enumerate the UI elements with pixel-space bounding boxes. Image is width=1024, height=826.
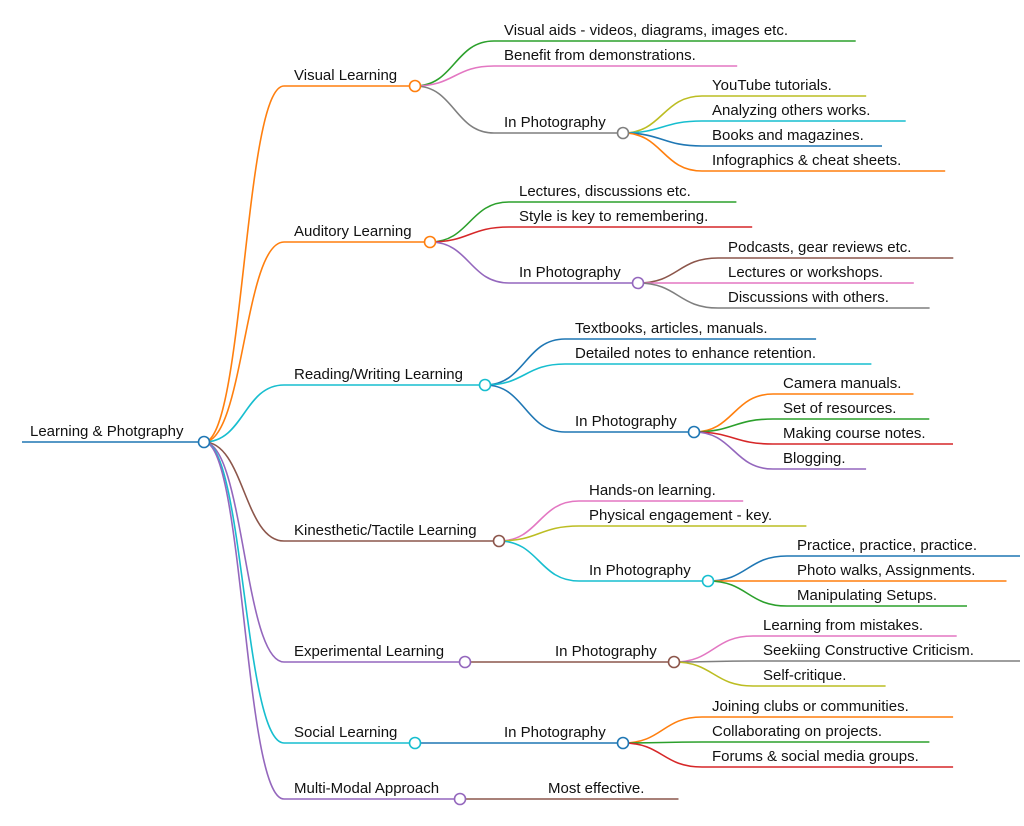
branch-2-child-3-label: In Photography	[519, 264, 621, 281]
branch-4-child-1-connector	[498, 500, 580, 542]
branch-1-connector	[203, 85, 285, 443]
branch-1-child-3-connector	[414, 85, 495, 134]
branch-2-label: Auditory Learning	[294, 223, 412, 240]
branch-5-child-1-leaf-1-label: Learning from mistakes.	[763, 617, 923, 634]
branch-6-child-1-node[interactable]	[616, 736, 630, 750]
branch-4-child-3-leaf-3-label: Manipulating Setups.	[797, 587, 937, 604]
branch-3-label: Reading/Writing Learning	[294, 366, 463, 383]
branch-1-child-3-leaf-2-label: Analyzing others works.	[712, 102, 870, 119]
branch-2-child-3-leaf-3-label: Discussions with others.	[728, 289, 889, 306]
connectors	[203, 40, 788, 800]
branch-4-child-3-connector	[498, 540, 580, 582]
branch-6-child-1-label: In Photography	[504, 724, 606, 741]
branch-2-child-2-label: Style is key to remembering.	[519, 208, 708, 225]
branch-2-child-2-connector	[429, 226, 510, 243]
branch-3-child-1-connector	[484, 338, 566, 386]
branch-3-child-3-leaf-4-connector	[693, 431, 774, 470]
branch-1-node[interactable]	[408, 79, 422, 93]
branch-3-node[interactable]	[478, 378, 492, 392]
branch-4-child-3-leaf-3-connector	[707, 580, 788, 607]
branch-5-child-1-label: In Photography	[555, 643, 657, 660]
branch-6-connector	[203, 441, 285, 744]
branch-5-node[interactable]	[458, 655, 472, 669]
branch-5-child-1-node[interactable]	[667, 655, 681, 669]
branch-7-label: Multi-Modal Approach	[294, 780, 439, 797]
branch-7-node[interactable]	[453, 792, 467, 806]
branch-2-child-3-leaf-1-connector	[637, 257, 719, 284]
branch-3-connector	[203, 384, 285, 443]
node-markers	[197, 79, 715, 806]
branch-6-label: Social Learning	[294, 724, 397, 741]
branch-1-child-1-connector	[414, 40, 495, 87]
branch-3-child-3-leaf-1-label: Camera manuals.	[783, 375, 901, 392]
branch-6-child-1-leaf-2-label: Collaborating on projects.	[712, 723, 882, 740]
branch-5-label: Experimental Learning	[294, 643, 444, 660]
underlines	[22, 40, 1020, 800]
branch-3-child-3-leaf-2-label: Set of resources.	[783, 400, 896, 417]
branch-1-child-3-label: In Photography	[504, 114, 606, 131]
branch-4-child-3-node[interactable]	[701, 574, 715, 588]
branch-2-child-1-label: Lectures, discussions etc.	[519, 183, 691, 200]
branch-3-child-3-node[interactable]	[687, 425, 701, 439]
branch-6-child-1-leaf-3-label: Forums & social media groups.	[712, 748, 919, 765]
branch-3-child-3-leaf-1-connector	[693, 393, 774, 433]
branch-5-connector	[203, 441, 285, 663]
branch-4-label: Kinesthetic/Tactile Learning	[294, 522, 477, 539]
branch-4-child-2-connector	[498, 525, 580, 542]
branch-6-node[interactable]	[408, 736, 422, 750]
branch-1-child-2-label: Benefit from demonstrations.	[504, 47, 696, 64]
branch-5-child-1-leaf-3-connector	[673, 661, 754, 687]
branch-1-child-3-leaf-3-label: Books and magazines.	[712, 127, 864, 144]
branch-1-child-3-leaf-4-connector	[622, 132, 703, 172]
branch-1-label: Visual Learning	[294, 67, 397, 84]
branch-2-child-3-leaf-2-label: Lectures or workshops.	[728, 264, 883, 281]
branch-1-child-3-leaf-4-label: Infographics & cheat sheets.	[712, 152, 901, 169]
branch-3-child-3-leaf-4-label: Blogging.	[783, 450, 846, 467]
branch-3-child-2-connector	[484, 363, 566, 386]
branch-4-child-3-leaf-1-label: Practice, practice, practice.	[797, 537, 977, 554]
branch-2-node[interactable]	[423, 235, 437, 249]
branch-5-child-1-leaf-3-label: Self-critique.	[763, 667, 846, 684]
branch-4-child-2-label: Physical engagement - key.	[589, 507, 772, 524]
branch-2-child-1-connector	[429, 201, 510, 243]
branch-6-child-1-leaf-1-connector	[622, 716, 703, 744]
branch-7-connector	[203, 441, 285, 800]
branch-6-child-1-leaf-1-label: Joining clubs or communities.	[712, 698, 909, 715]
branch-6-child-1-leaf-3-connector	[622, 742, 703, 768]
branch-1-child-3-leaf-1-label: YouTube tutorials.	[712, 77, 832, 94]
branch-2-connector	[203, 241, 285, 443]
branch-3-child-3-label: In Photography	[575, 413, 677, 430]
branch-1-child-3-node[interactable]	[616, 126, 630, 140]
branch-1-child-3-leaf-1-connector	[622, 95, 703, 134]
branch-3-child-3-leaf-3-label: Making course notes.	[783, 425, 926, 442]
branch-4-node[interactable]	[492, 534, 506, 548]
branch-7-child-1-label: Most effective.	[548, 780, 644, 797]
branch-4-child-1-label: Hands-on learning.	[589, 482, 716, 499]
branch-3-child-3-connector	[484, 384, 566, 433]
branch-4-child-3-label: In Photography	[589, 562, 691, 579]
root-topic-node[interactable]	[197, 435, 211, 449]
labels: Learning & Photgraphy Visual Learning Visu…	[30, 22, 977, 797]
branch-2-child-3-leaf-3-connector	[637, 282, 719, 309]
root-topic-label: Learning & Photgraphy	[30, 423, 184, 440]
branch-2-child-3-node[interactable]	[631, 276, 645, 290]
branch-5-child-1-leaf-1-connector	[673, 635, 754, 663]
branch-5-child-1-leaf-2-label: Seekiing Constructive Criticism.	[763, 642, 974, 659]
branch-4-child-3-leaf-1-connector	[707, 555, 788, 582]
branch-4-connector	[203, 441, 285, 542]
branch-2-child-3-leaf-1-label: Podcasts, gear reviews etc.	[728, 239, 911, 256]
branch-1-child-2-connector	[414, 65, 495, 87]
branch-1-child-1-label: Visual aids - videos, diagrams, images e…	[504, 22, 788, 39]
branch-2-child-3-connector	[429, 241, 510, 284]
branch-3-child-1-label: Textbooks, articles, manuals.	[575, 320, 768, 337]
branch-3-child-2-label: Detailed notes to enhance retention.	[575, 345, 816, 362]
branch-4-child-3-leaf-2-label: Photo walks, Assignments.	[797, 562, 975, 579]
